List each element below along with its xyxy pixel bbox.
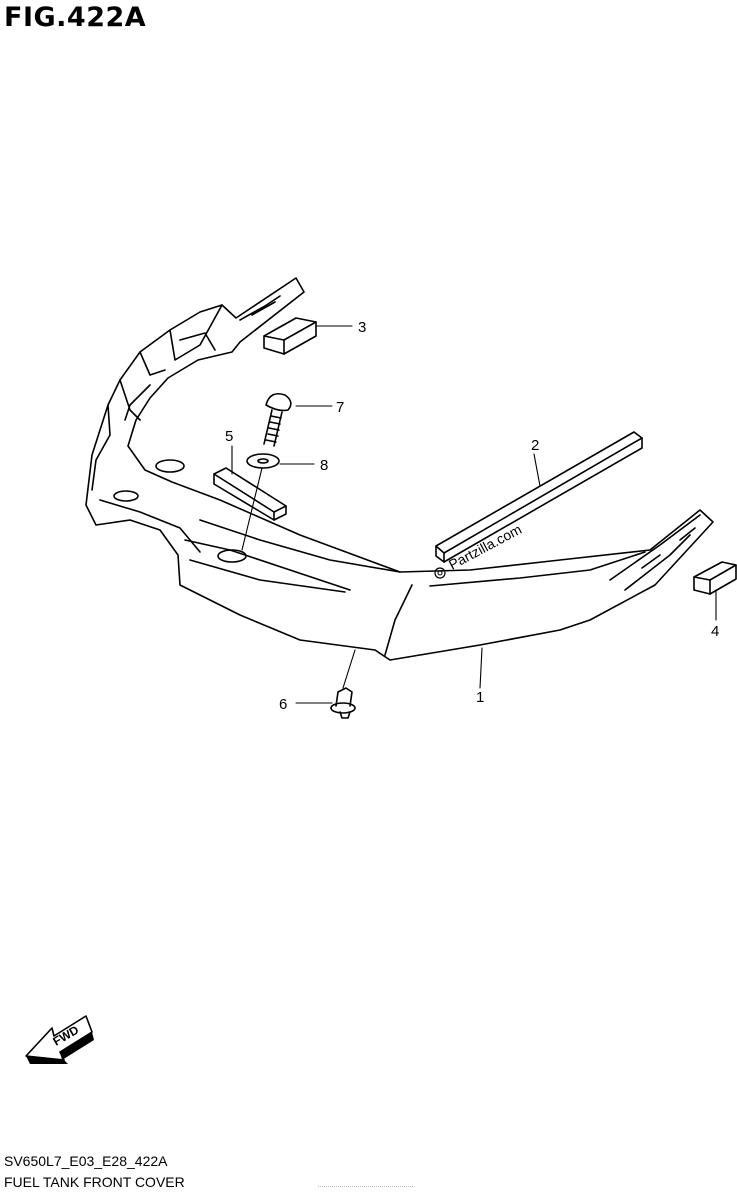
leader-lines	[231, 325, 717, 704]
small-cushion	[213, 467, 287, 521]
callout-7: 7	[336, 399, 344, 416]
callout-3: 3	[358, 319, 366, 336]
callout-2: 2	[531, 437, 539, 454]
callout-4: 4	[711, 623, 719, 640]
faint-mark	[318, 1186, 413, 1189]
fuel-tank-front-cover	[85, 277, 714, 661]
copyright-icon	[434, 567, 446, 579]
diagram-caption: FUEL TANK FRONT COVER	[4, 1174, 185, 1190]
figure-title: FIG.422A	[4, 2, 147, 33]
long-cushion	[435, 431, 643, 563]
screw	[263, 392, 292, 447]
callout-5: 5	[225, 428, 233, 445]
washer	[246, 453, 280, 469]
callout-1: 1	[476, 689, 484, 706]
clip	[330, 687, 356, 719]
callout-8: 8	[320, 457, 328, 474]
callout-6: 6	[279, 696, 287, 713]
diagram-code: SV650L7_E03_E28_422A	[4, 1153, 168, 1169]
block-cushion-left	[263, 317, 317, 355]
block-cushion-right	[693, 561, 737, 595]
fwd-arrow-icon: FWD	[25, 1015, 94, 1064]
